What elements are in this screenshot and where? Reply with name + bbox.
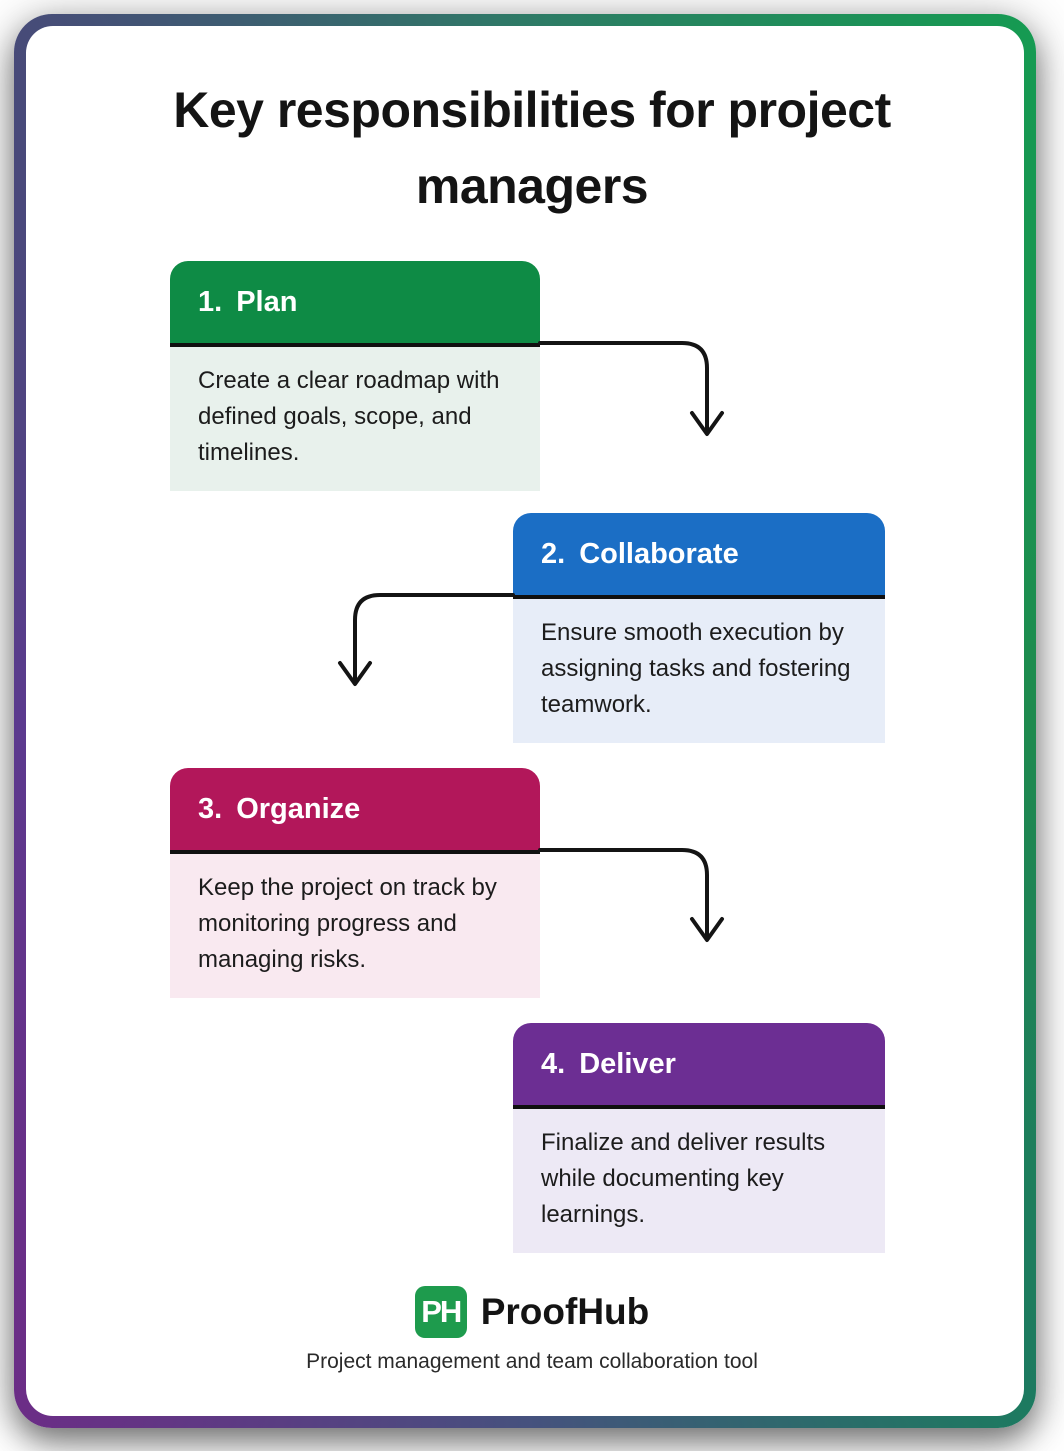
page-title-line1: Key responsibilities for project — [173, 82, 891, 138]
step-body-collaborate: Ensure smooth execution by assigning tas… — [513, 595, 885, 743]
step-header-collaborate: 2. Collaborate — [513, 513, 885, 595]
step-header-organize: 3. Organize — [170, 768, 540, 850]
step-body-deliver: Finalize and deliver results while docum… — [513, 1105, 885, 1253]
brand-name: ProofHub — [480, 1291, 650, 1332]
step-number: 2. — [541, 537, 566, 570]
proofhub-logo-letters: PH — [421, 1294, 462, 1329]
proofhub-logo-icon: PH — [414, 1286, 467, 1338]
step-card-deliver: 4. Deliver Finalize and deliver results … — [513, 1023, 885, 1253]
step-description-text: Keep the project on track by monitoring … — [198, 874, 497, 973]
step-label: Collaborate — [579, 537, 739, 570]
step-description-text: Finalize and deliver results while docum… — [541, 1129, 826, 1228]
step-card-plan: 1. Plan Create a clear roadmap with defi… — [170, 261, 540, 491]
step-body-plan: Create a clear roadmap with defined goal… — [170, 343, 540, 491]
step-card-organize: 3. Organize Keep the project on track by… — [170, 768, 540, 998]
footer-brand: PH ProofHub Project management and team … — [0, 1286, 1064, 1374]
step-card-collaborate: 2. Collaborate Ensure smooth execution b… — [513, 513, 885, 743]
step-description-text: Ensure smooth execution by assigning tas… — [541, 619, 851, 718]
page-title-line2: managers — [415, 158, 649, 214]
brand-row: PH ProofHub — [414, 1286, 650, 1338]
step-description-text: Create a clear roadmap with defined goal… — [198, 367, 500, 466]
step-number: 3. — [198, 792, 223, 825]
step-label: Deliver — [579, 1047, 676, 1080]
step-header-plan: 1. Plan — [170, 261, 540, 343]
page-title: Key responsibilities for project managers — [0, 72, 1064, 224]
brand-tagline: Project management and team collaboratio… — [306, 1350, 758, 1373]
step-number: 1. — [198, 285, 223, 318]
step-body-organize: Keep the project on track by monitoring … — [170, 850, 540, 998]
step-number: 4. — [541, 1047, 566, 1080]
step-label: Organize — [236, 792, 361, 825]
step-label: Plan — [236, 285, 298, 318]
step-header-deliver: 4. Deliver — [513, 1023, 885, 1105]
